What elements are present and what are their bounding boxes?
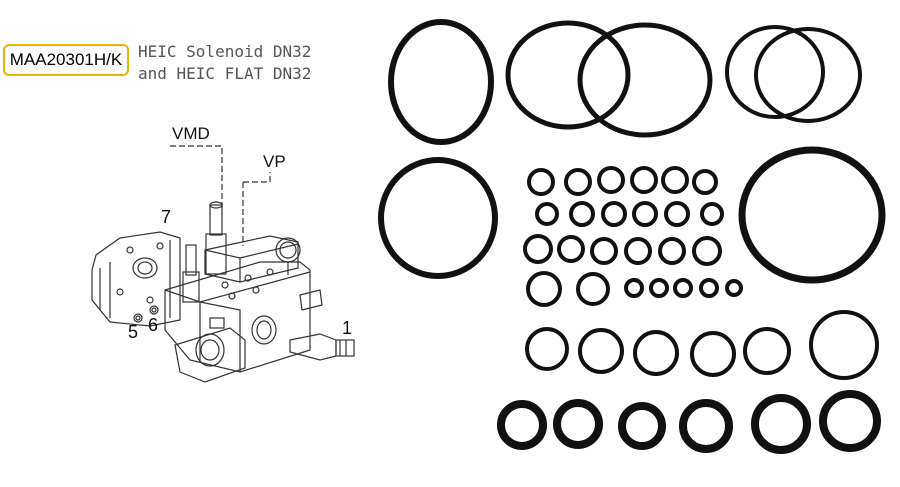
o-ring <box>388 19 494 145</box>
o-ring <box>618 402 666 450</box>
o-ring <box>601 201 627 227</box>
o-ring <box>577 22 713 138</box>
o-ring <box>690 331 736 377</box>
o-ring <box>699 278 719 298</box>
o-ring <box>578 328 624 374</box>
kit-title-line-2: and HEIC FLAT DN32 <box>138 64 312 83</box>
o-ring <box>679 399 733 453</box>
o-ring <box>590 237 618 265</box>
o-ring <box>700 202 724 226</box>
callout-vmd: VMD <box>172 124 210 143</box>
o-ring <box>624 278 644 298</box>
callout-vp: VP <box>263 152 286 171</box>
o-ring <box>523 234 553 264</box>
o-ring <box>809 310 879 380</box>
o-ring <box>725 279 743 297</box>
o-ring <box>497 400 547 450</box>
part-number: MAA20301H/K <box>9 50 123 69</box>
callout-1: 1 <box>342 318 352 338</box>
o-ring <box>632 201 658 227</box>
vmd-leader-line <box>170 145 223 208</box>
o-ring <box>597 166 625 194</box>
o-ring <box>527 168 555 196</box>
vp-leader-line <box>243 172 271 183</box>
part-number-badge: MAA20301H/K <box>3 44 129 76</box>
o-ring <box>526 271 562 307</box>
o-ring <box>630 166 658 194</box>
kit-title: HEIC Solenoid DN32 and HEIC FLAT DN32 <box>138 41 348 85</box>
o-ring <box>576 272 610 306</box>
o-ring <box>649 278 669 298</box>
o-ring <box>692 236 722 266</box>
o-ring <box>743 327 791 375</box>
o-ring <box>664 201 690 227</box>
o-ring <box>535 202 559 226</box>
callout-7: 7 <box>161 207 171 227</box>
o-ring <box>673 278 693 298</box>
o-ring <box>569 201 595 227</box>
o-ring <box>661 166 689 194</box>
o-ring <box>819 390 881 452</box>
o-ring <box>692 169 718 195</box>
o-ring <box>505 20 631 130</box>
callout-6: 6 <box>148 315 158 335</box>
kit-title-line-1: HEIC Solenoid DN32 <box>138 42 312 61</box>
o-ring <box>725 25 825 119</box>
o-ring <box>754 27 862 123</box>
o-ring <box>751 394 811 454</box>
o-ring <box>738 146 886 284</box>
o-ring <box>557 235 585 263</box>
o-ring <box>633 330 679 376</box>
o-ring <box>378 157 498 279</box>
o-ring <box>525 327 569 371</box>
o-ring <box>553 399 603 449</box>
o-ring <box>658 237 686 265</box>
o-ring <box>624 237 652 265</box>
callout-5: 5 <box>128 322 138 342</box>
o-ring <box>564 168 592 196</box>
o-ring-set <box>378 19 886 454</box>
valve-assembly-drawing <box>91 145 355 383</box>
